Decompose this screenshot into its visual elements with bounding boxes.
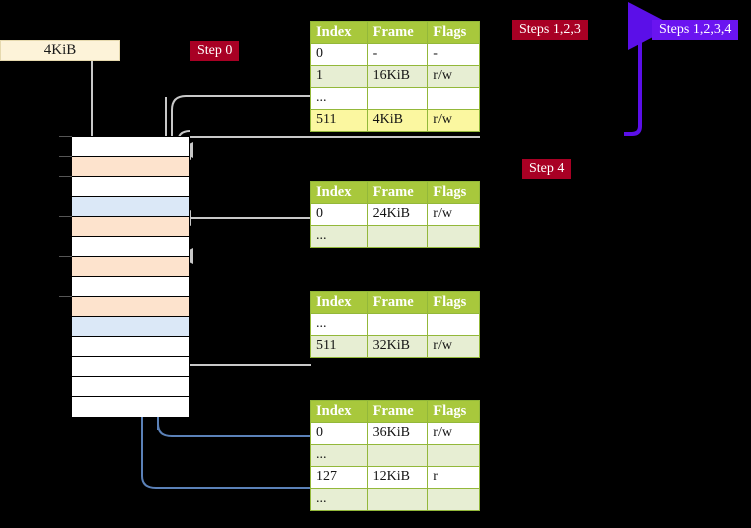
cell-index: 0 xyxy=(310,203,368,226)
cell-flags xyxy=(427,488,480,511)
cell-flags: r/w xyxy=(427,335,480,358)
cell-index: 0 xyxy=(310,43,368,66)
column-header-flags: Flags xyxy=(427,400,480,423)
column-header-flags: Flags xyxy=(427,291,480,314)
memory-boundary-tick xyxy=(59,216,72,217)
memory-frame-row xyxy=(72,157,189,177)
table-row[interactable]: ... xyxy=(310,313,480,336)
memory-boundary-tick xyxy=(59,156,72,157)
step-badge-steps123: Steps 1,2,3 xyxy=(512,20,588,40)
cell-flags xyxy=(427,444,480,467)
cell-index: 0 xyxy=(310,422,368,445)
cell-frame: 16KiB xyxy=(366,65,429,88)
table-row[interactable]: ... xyxy=(310,444,480,467)
cell-index: ... xyxy=(310,87,368,110)
cell-index: ... xyxy=(310,444,368,467)
wire-pt-127-to-memory xyxy=(141,416,311,489)
column-header-flags: Flags xyxy=(427,21,480,44)
step-badge-step4: Step 4 xyxy=(522,159,572,179)
column-header-frame: Frame xyxy=(366,181,429,204)
cell-flags xyxy=(427,225,480,248)
cell-index: ... xyxy=(310,488,368,511)
cell-index: ... xyxy=(310,313,368,336)
cell-frame: 12KiB xyxy=(366,466,429,489)
frame-size-label: 4KiB xyxy=(0,40,120,61)
cell-frame xyxy=(366,87,429,110)
column-header-index: Index xyxy=(310,291,368,314)
cell-flags: r xyxy=(427,466,480,489)
memory-frame-row xyxy=(72,257,189,277)
memory-frame-row xyxy=(72,337,189,357)
memory-frame-row xyxy=(72,357,189,377)
column-header-index: Index xyxy=(310,181,368,204)
wire-pt-0-to-memory xyxy=(157,416,311,437)
cell-index: 511 xyxy=(310,335,368,358)
memory-frame-row xyxy=(72,297,189,317)
cell-frame xyxy=(366,225,429,248)
cell-frame xyxy=(366,444,429,467)
memory-frame-row xyxy=(72,377,189,397)
cell-index: 127 xyxy=(310,466,368,489)
cell-index: 511 xyxy=(310,109,368,132)
memory-frame-row xyxy=(72,197,189,217)
memory-boundary-tick xyxy=(59,136,72,137)
cell-flags xyxy=(427,87,480,110)
cell-flags xyxy=(427,313,480,336)
cell-frame: 32KiB xyxy=(366,335,429,358)
step-badge-steps1234: Steps 1,2,3,4 xyxy=(652,20,739,40)
step-badge-step0: Step 0 xyxy=(190,41,240,61)
memory-frame-row xyxy=(72,397,189,417)
cell-index: 1 xyxy=(310,65,368,88)
column-header-frame: Frame xyxy=(366,21,429,44)
cell-flags: r/w xyxy=(427,422,480,445)
memory-boundary-tick xyxy=(59,176,72,177)
column-header-frame: Frame xyxy=(366,291,429,314)
table-row[interactable]: ... xyxy=(310,87,480,110)
memory-frame-row xyxy=(72,137,189,157)
cell-frame: 4KiB xyxy=(366,109,429,132)
column-header-index: Index xyxy=(310,400,368,423)
column-header-index: Index xyxy=(310,21,368,44)
memory-frame-row xyxy=(72,217,189,237)
table-row[interactable]: ... xyxy=(310,488,480,511)
cell-frame: - xyxy=(366,43,429,66)
violet-bracket xyxy=(624,1,674,136)
cell-flags: r/w xyxy=(427,203,480,226)
memory-frame-row xyxy=(72,177,189,197)
cell-frame xyxy=(366,313,429,336)
wire-mem-row1-arrow xyxy=(174,136,191,160)
table-row[interactable]: ... xyxy=(310,225,480,248)
memory-frame-row xyxy=(72,237,189,257)
memory-frame-row xyxy=(72,277,189,297)
memory-boundary-tick xyxy=(59,256,72,257)
memory-boundary-tick xyxy=(59,296,72,297)
table-row[interactable]: 0-- xyxy=(310,43,480,66)
cell-flags: r/w xyxy=(427,65,480,88)
cell-frame xyxy=(366,488,429,511)
cell-flags: r/w xyxy=(427,109,480,132)
cell-frame: 36KiB xyxy=(366,422,429,445)
column-header-frame: Frame xyxy=(366,400,429,423)
column-header-flags: Flags xyxy=(427,181,480,204)
memory-frame-row xyxy=(72,317,189,337)
physical-memory-column xyxy=(71,136,190,417)
cell-flags: - xyxy=(427,43,480,66)
cell-index: ... xyxy=(310,225,368,248)
cell-frame: 24KiB xyxy=(366,203,429,226)
